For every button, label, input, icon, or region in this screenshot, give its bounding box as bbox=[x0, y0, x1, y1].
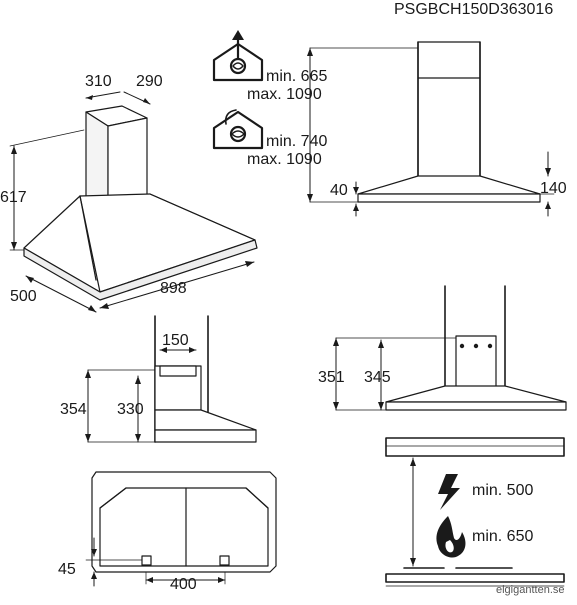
perspective-depth-label: 500 bbox=[10, 288, 37, 305]
gas-flame-icon bbox=[436, 516, 466, 558]
chimney-depth-label: 290 bbox=[136, 73, 163, 90]
front-dimensions bbox=[307, 47, 555, 217]
chimney-width-label: 310 bbox=[85, 73, 112, 90]
clearance-electric-label: min. 500 bbox=[472, 482, 534, 499]
clearance-gas-label: min. 650 bbox=[472, 528, 534, 545]
bracket-height-inner-label: 345 bbox=[364, 369, 391, 386]
bracket-dimensions bbox=[333, 337, 457, 411]
front-left-edge-label: 40 bbox=[330, 182, 348, 199]
extraction-min-label: min. 665 bbox=[266, 68, 328, 85]
extraction-mode-icon bbox=[212, 30, 264, 82]
side-dimensions bbox=[85, 347, 197, 443]
recirculation-max-label: max. 1090 bbox=[247, 151, 322, 168]
front-right-edge-label: 140 bbox=[540, 180, 567, 197]
recirculation-min-label: min. 740 bbox=[266, 133, 328, 150]
side-height-outer-label: 354 bbox=[60, 401, 87, 418]
clearance-hob bbox=[385, 567, 565, 587]
front-hood bbox=[357, 41, 541, 203]
bracket-hood bbox=[385, 285, 567, 411]
electric-hob-icon bbox=[438, 474, 460, 510]
perspective-hood bbox=[23, 105, 258, 301]
perspective-dimensions bbox=[9, 91, 255, 313]
recirculation-mode-icon bbox=[212, 109, 264, 150]
model-code: PSGBCH150D363016 bbox=[394, 1, 554, 18]
clearance-dimension bbox=[410, 457, 416, 567]
perspective-height-label: 617 bbox=[0, 189, 27, 206]
side-height-inner-label: 330 bbox=[117, 401, 144, 418]
bottom-hood bbox=[91, 471, 277, 573]
watermark: elgigantten.se bbox=[496, 584, 565, 596]
bottom-hole-spacing-label: 400 bbox=[170, 576, 197, 593]
clearance-hood bbox=[385, 437, 565, 457]
perspective-width-label: 898 bbox=[160, 280, 187, 297]
side-chimney-depth-label: 150 bbox=[162, 332, 189, 349]
bracket-height-outer-label: 351 bbox=[318, 369, 345, 386]
side-hood bbox=[154, 315, 257, 443]
extraction-max-label: max. 1090 bbox=[247, 86, 322, 103]
bottom-edge-offset-label: 45 bbox=[58, 561, 76, 578]
bottom-dimensions bbox=[85, 537, 226, 587]
